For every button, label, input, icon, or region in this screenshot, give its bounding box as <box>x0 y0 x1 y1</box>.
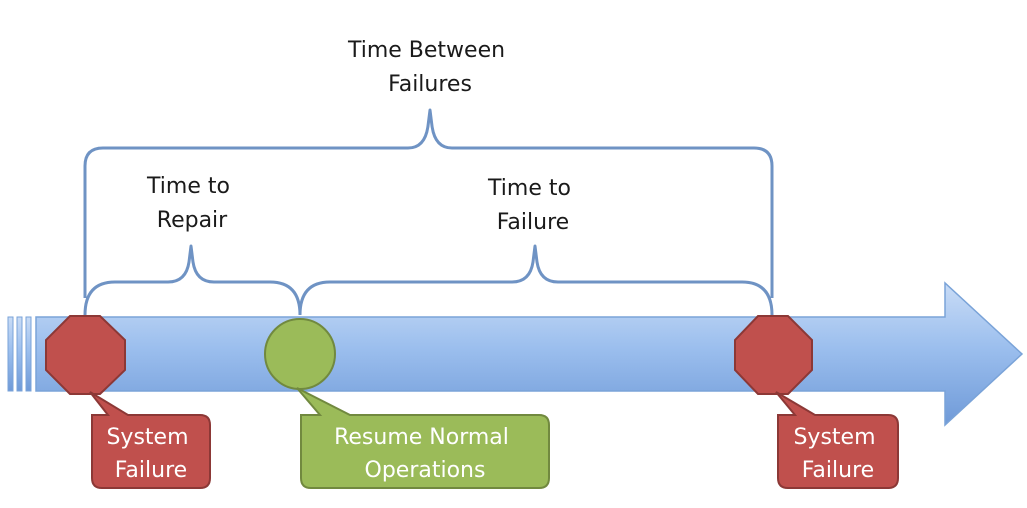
timeline-tick-1 <box>7 316 14 392</box>
callout-failure-2-label: System Failure <box>793 425 882 483</box>
failure-octagon-2 <box>734 315 813 395</box>
callout-failure-2-line-1: System <box>793 425 875 450</box>
label-time-to-failure: Time to Failure <box>487 176 578 235</box>
timeline-arrow <box>7 281 1024 427</box>
brackets <box>83 108 774 316</box>
failure-octagon-1 <box>45 315 126 395</box>
label-time-to-failure-line-2: Failure <box>497 210 569 235</box>
callout-failure-1-line-1: System <box>106 425 188 450</box>
label-time-to-failure-line-1: Time to <box>487 176 571 201</box>
label-time-between-failures-line-2: Failures <box>388 72 472 97</box>
label-time-between-failures: Time Between Failures <box>347 38 512 97</box>
callout-resume-line-1: Resume Normal <box>334 425 509 450</box>
callouts: System Failure Resume Normal Operations … <box>89 387 899 489</box>
callout-resume-label: Resume Normal Operations <box>334 425 516 483</box>
timeline-tick-3 <box>25 316 32 392</box>
label-time-to-repair-line-2: Repair <box>157 208 228 233</box>
bracket-time-to-repair <box>83 244 302 316</box>
timeline-arrow-body <box>35 281 1024 427</box>
label-time-to-repair-line-1: Time to <box>146 174 230 199</box>
resume-circle <box>264 318 336 390</box>
callout-failure-1-line-2: Failure <box>115 458 187 483</box>
callout-failure-2-line-2: Failure <box>802 458 874 483</box>
callout-failure-1-label: System Failure <box>106 425 195 483</box>
bracket-time-to-failure <box>298 244 774 316</box>
timeline-tick-2 <box>16 316 23 392</box>
callout-failure-1 <box>89 391 211 489</box>
event-markers <box>45 315 813 395</box>
label-time-between-failures-line-1: Time Between <box>347 38 505 63</box>
callout-resume <box>296 387 550 489</box>
callout-failure-2 <box>775 391 899 489</box>
callout-resume-line-2: Operations <box>365 458 486 483</box>
bracket-labels: Time Between Failures Time to Repair Tim… <box>146 38 578 235</box>
bracket-time-between-failures <box>83 108 774 298</box>
label-time-to-repair: Time to Repair <box>146 174 237 233</box>
